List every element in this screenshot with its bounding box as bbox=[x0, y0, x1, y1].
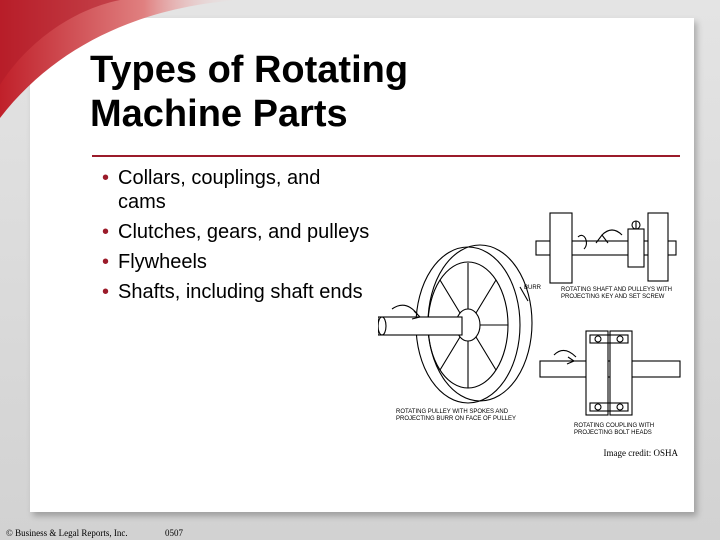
footer-copyright: © Business & Legal Reports, Inc. bbox=[6, 528, 128, 538]
bullet-item: • Collars, couplings, and cams bbox=[100, 166, 370, 214]
bullet-dot-icon: • bbox=[102, 167, 110, 189]
spoked-pulley-drawing bbox=[378, 244, 533, 404]
bullet-dot-icon: • bbox=[102, 221, 110, 243]
bullet-dot-icon: • bbox=[102, 251, 110, 273]
title-line-1: Types of Rotating bbox=[90, 49, 409, 91]
image-credit: Image credit: OSHA bbox=[603, 448, 678, 458]
footer-code: 0507 bbox=[165, 528, 183, 538]
coupling-caption-line-1: ROTATING COUPLING WITH bbox=[574, 423, 654, 429]
coupling-bolts-drawing bbox=[539, 330, 681, 416]
decorative-swoosh bbox=[0, 0, 240, 118]
bullet-dot-icon: • bbox=[102, 281, 110, 303]
bullet-text: Clutches, gears, and pulleys bbox=[118, 221, 370, 243]
coupling-caption-line-2: PROJECTING BOLT HEADS bbox=[574, 430, 652, 436]
pulley-caption-line-1: ROTATING PULLEY WITH SPOKES AND bbox=[396, 409, 509, 415]
content-panel bbox=[30, 18, 694, 512]
shaft-caption-line-2: PROJECTING KEY AND SET SCREW bbox=[561, 294, 665, 300]
title-divider bbox=[92, 155, 680, 157]
shaft-pulleys-drawing bbox=[535, 212, 677, 284]
bullet-item: • Clutches, gears, and pulleys bbox=[100, 220, 370, 244]
title-line-2: Machine Parts bbox=[90, 93, 348, 135]
bullet-item: • Shafts, including shaft ends bbox=[100, 280, 370, 304]
slide-title: Types of Rotating Machine Parts bbox=[90, 48, 610, 136]
machine-parts-illustration: BURR ROTATING SHAFT AND PULLEYS WITH PRO… bbox=[378, 212, 681, 436]
pulley-caption-line-2: PROJECTING BURR ON FACE OF PULLEY bbox=[396, 416, 516, 422]
bullet-text: Collars, couplings, and cams bbox=[118, 167, 321, 213]
shaft-caption-line-1: ROTATING SHAFT AND PULLEYS WITH bbox=[561, 287, 672, 293]
bullet-text: Flywheels bbox=[118, 251, 207, 273]
bullet-list: • Collars, couplings, and cams • Clutches,… bbox=[100, 166, 370, 310]
burr-label: BURR bbox=[524, 285, 542, 291]
bullet-item: • Flywheels bbox=[100, 250, 370, 274]
bullet-text: Shafts, including shaft ends bbox=[118, 281, 363, 303]
